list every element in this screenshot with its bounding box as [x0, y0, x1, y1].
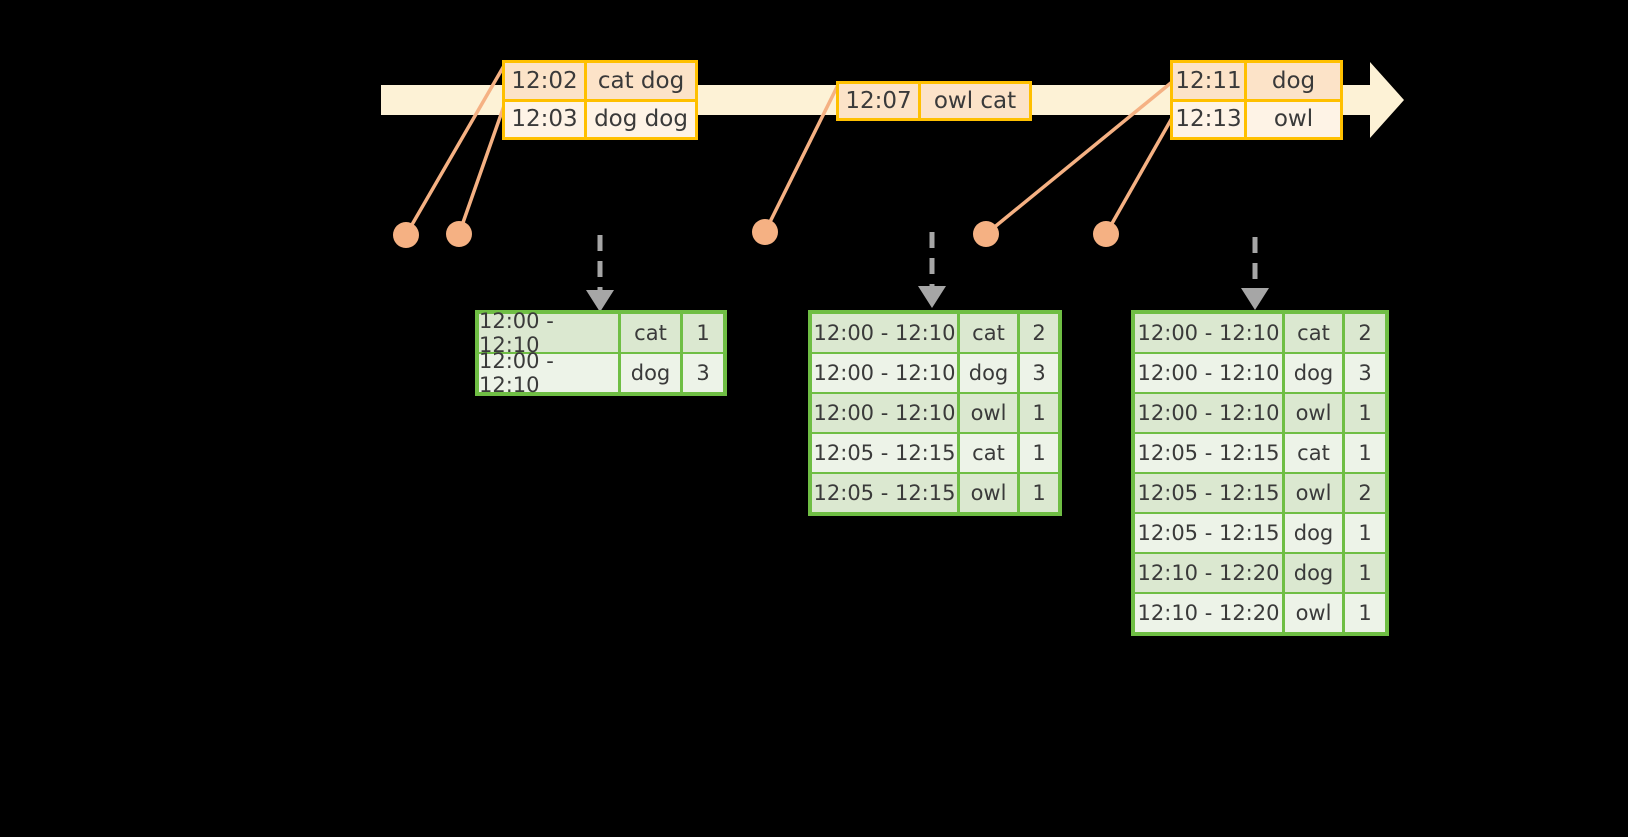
connector-dots: [393, 219, 1119, 248]
down-arrow-2-head: [918, 286, 946, 308]
cell-count: 1: [1020, 434, 1058, 472]
event-row[interactable]: 12:07 owl cat: [839, 84, 1029, 118]
cell-window-range: 12:05 - 12:15: [812, 434, 960, 472]
event-time: 12:07: [839, 84, 921, 118]
cell-count: 1: [1020, 394, 1058, 432]
cell-word: dog: [1285, 354, 1345, 392]
cell-count: 1: [1345, 554, 1385, 592]
cell-window-range: 12:10 - 12:20: [1135, 594, 1285, 632]
cell-word: cat: [960, 434, 1020, 472]
down-arrow-heads: [586, 286, 1269, 312]
cell-word: owl: [1285, 474, 1345, 512]
cell-count: 3: [1345, 354, 1385, 392]
cell-word: cat: [1285, 314, 1345, 352]
cell-count: 3: [683, 354, 723, 392]
cell-word: owl: [960, 394, 1020, 432]
down-arrows: [597, 232, 1258, 292]
cell-count: 1: [1345, 394, 1385, 432]
cell-window-range: 12:05 - 12:15: [812, 474, 960, 512]
cell-count: 1: [1345, 594, 1385, 632]
event-row[interactable]: 12:03 dog dog: [505, 98, 695, 137]
down-arrow-3-head: [1241, 288, 1269, 310]
connector-lines: [404, 63, 1174, 236]
cell-count: 1: [1020, 474, 1058, 512]
dot-1: [393, 222, 419, 248]
cell-window-range: 12:00 - 12:10: [812, 394, 960, 432]
event-row[interactable]: 12:11 dog: [1173, 63, 1340, 99]
dot-2: [446, 221, 472, 247]
event-words: dog: [1247, 63, 1340, 99]
cell-window-range: 12:00 - 12:10: [1135, 314, 1285, 352]
event-time: 12:02: [505, 63, 587, 99]
down-arrow-1-head: [586, 290, 614, 312]
cell-count: 2: [1020, 314, 1058, 352]
cell-count: 3: [1020, 354, 1058, 392]
event-time: 12:13: [1173, 101, 1247, 137]
cell-window-range: 12:00 - 12:10: [812, 314, 960, 352]
cell-word: dog: [1285, 514, 1345, 552]
cell-count: 1: [683, 314, 723, 352]
event-words: owl: [1247, 101, 1340, 137]
cell-window-range: 12:00 - 12:10: [1135, 354, 1285, 392]
cell-window-range: 12:05 - 12:15: [1135, 514, 1285, 552]
dot-3: [752, 219, 778, 245]
cell-count: 1: [1345, 514, 1385, 552]
cell-window-range: 12:10 - 12:20: [1135, 554, 1285, 592]
event-words: dog dog: [587, 101, 695, 137]
event-time: 12:11: [1173, 63, 1247, 99]
event-words: cat dog: [587, 63, 695, 99]
dot-5: [1093, 221, 1119, 247]
cell-word: owl: [960, 474, 1020, 512]
cell-word: dog: [621, 354, 683, 392]
cell-window-range: 12:00 - 12:10: [812, 354, 960, 392]
cell-count: 1: [1345, 434, 1385, 472]
cell-word: dog: [1285, 554, 1345, 592]
dot-4: [973, 221, 999, 247]
event-group-1[interactable]: 12:02 cat dog 12:03 dog dog: [502, 60, 698, 140]
cell-word: cat: [960, 314, 1020, 352]
cell-word: owl: [1285, 394, 1345, 432]
cell-word: cat: [1285, 434, 1345, 472]
event-words: owl cat: [921, 84, 1029, 118]
cell-count: 2: [1345, 314, 1385, 352]
cell-window-range: 12:05 - 12:15: [1135, 474, 1285, 512]
event-row[interactable]: 12:13 owl: [1173, 98, 1340, 137]
event-row[interactable]: 12:02 cat dog: [505, 63, 695, 99]
cell-word: dog: [960, 354, 1020, 392]
event-group-3[interactable]: 12:11 dog 12:13 owl: [1170, 60, 1343, 140]
cell-window-range: 12:00 - 12:10: [479, 309, 621, 357]
cell-word: owl: [1285, 594, 1345, 632]
cell-word: cat: [621, 314, 683, 352]
cell-window-range: 12:00 - 12:10: [1135, 394, 1285, 432]
cell-window-range: 12:00 - 12:10: [479, 349, 621, 397]
event-time: 12:03: [505, 101, 587, 137]
cell-count: 2: [1345, 474, 1385, 512]
cell-window-range: 12:05 - 12:15: [1135, 434, 1285, 472]
event-group-2[interactable]: 12:07 owl cat: [836, 81, 1032, 121]
